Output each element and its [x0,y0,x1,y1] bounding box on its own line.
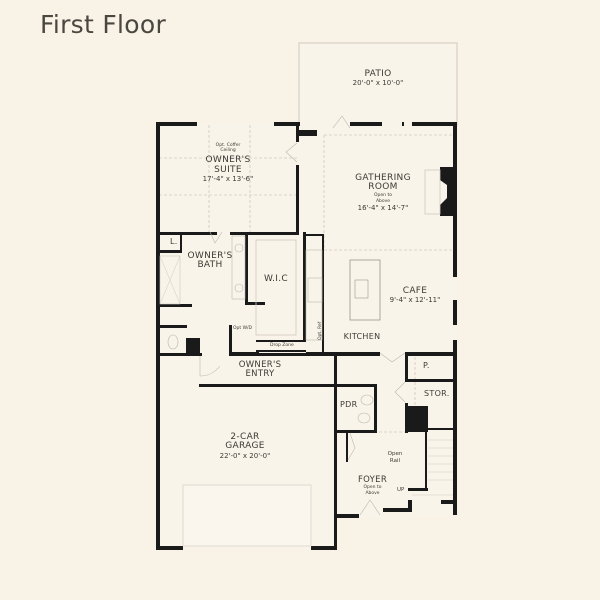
garage-label: 2-CAR GARAGE 22'-0" x 20'-0" [219,432,271,460]
kitchen-label: KITCHEN [343,332,381,341]
stairs [412,439,453,496]
owners-entry-label: OWNER'S ENTRY [238,360,282,379]
opt-wd-label: Opt W/D [233,326,253,331]
garage-door [182,484,312,547]
drop-zone-label: Drop Zone [270,343,294,348]
pantry-label: P. [423,361,430,370]
walls [156,122,457,550]
opt-ref-label: Opt. Ref [318,321,323,340]
storage-label: STOR. [424,389,450,398]
door-swings [199,115,406,516]
owners-bath-label: OWNER'S BATH [187,251,233,271]
linen-label: L. [170,237,178,246]
wic-label: W.I.C [263,274,289,284]
foyer-label: FOYER Open to Above [357,475,388,496]
stairs-up-label: UP [397,487,405,493]
patio-label: PATIO 20'-0" x 10'-0" [352,69,404,88]
patio-area [298,42,458,126]
page-title: First Floor [40,10,167,39]
gathering-room-label: GATHERING ROOM Open to Above 16'-4" x 14… [355,173,411,213]
open-rail-label: Open Rail [387,451,403,464]
powder-label: PDR [340,400,358,409]
owners-suite-label: Opt. Coffer Ceiling OWNER'S SUITE 17'-4"… [202,143,254,184]
fireplace [440,167,457,216]
cafe-label: CAFE 9'-4" x 12'-11" [389,286,441,305]
coffer-ceiling-grid [159,125,297,232]
kitchen-island [349,259,381,321]
